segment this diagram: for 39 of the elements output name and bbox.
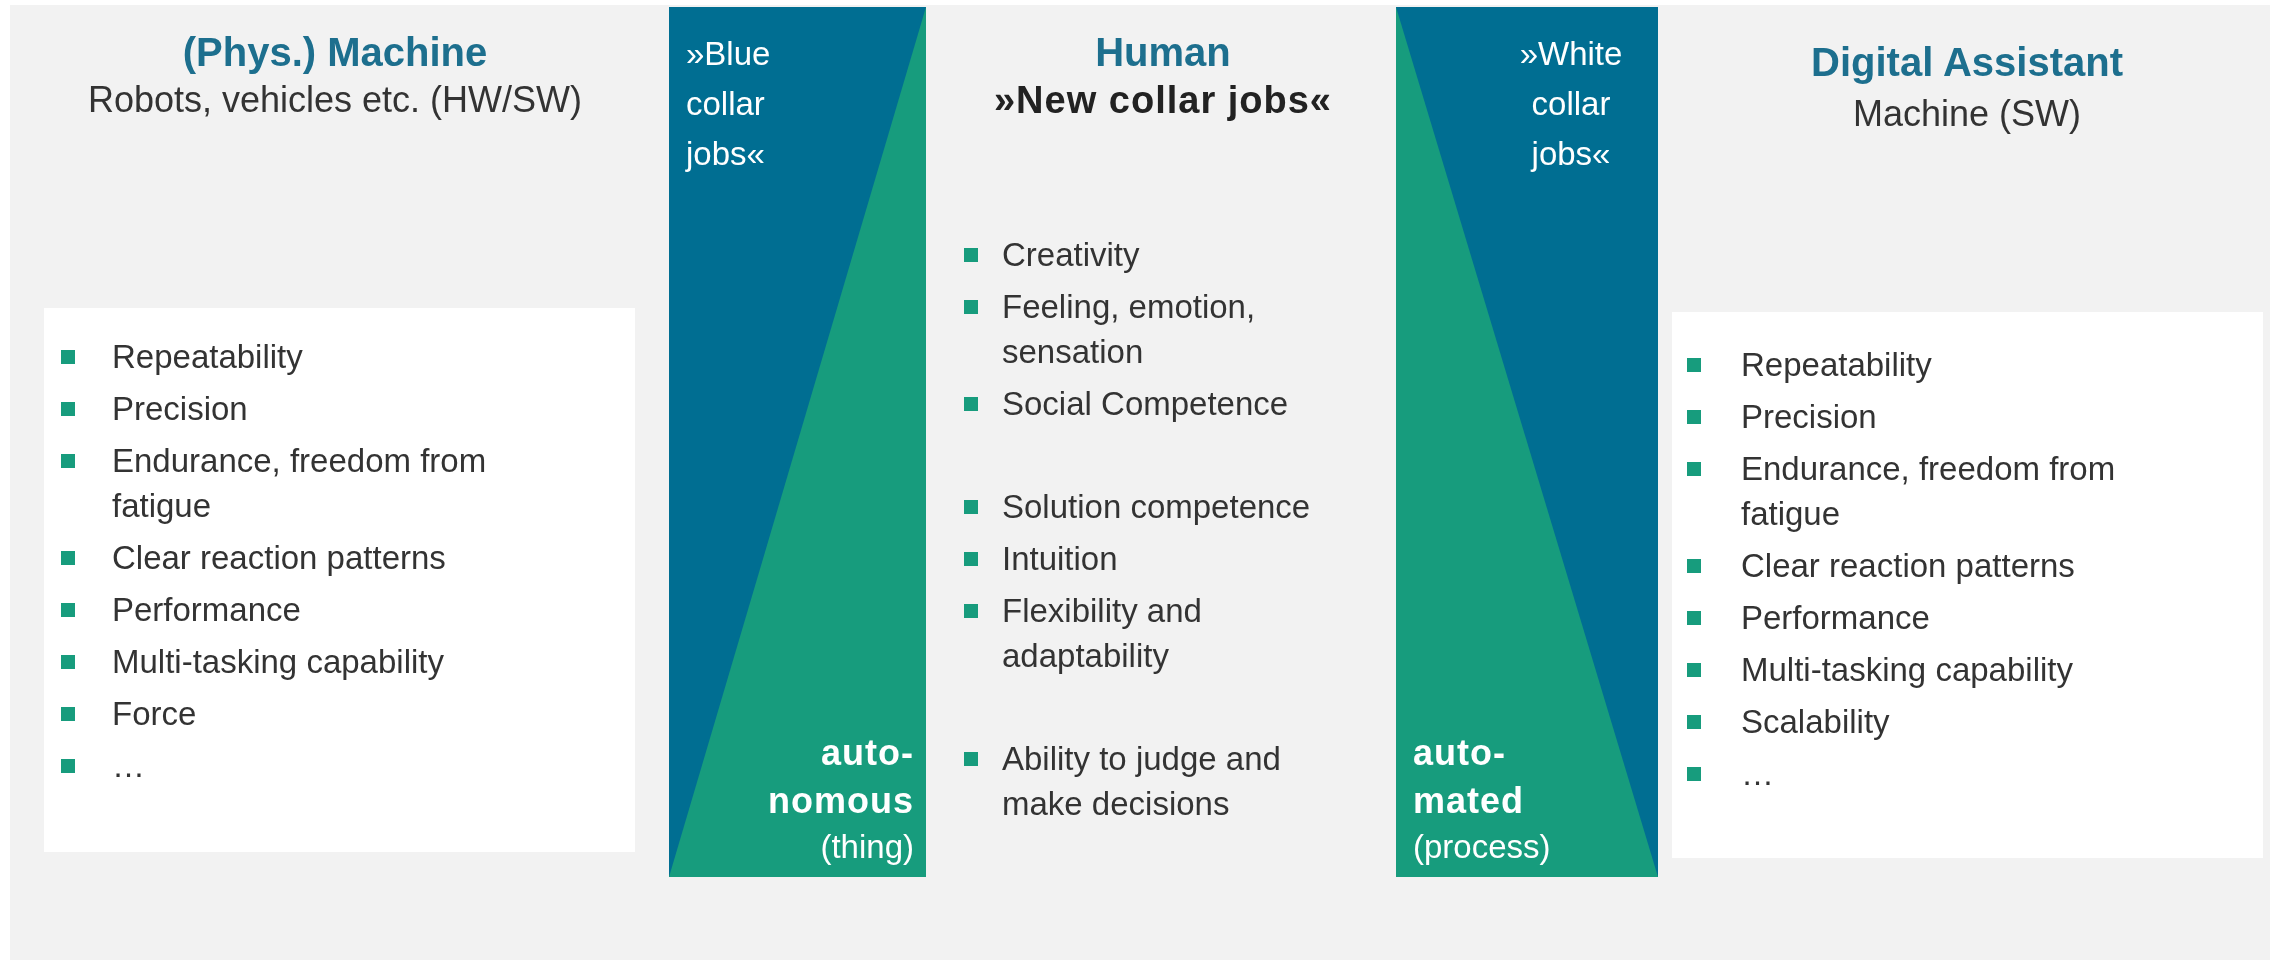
- automation-subject-label: (thing): [819, 827, 914, 867]
- list-item-text: Repeatability: [112, 337, 303, 377]
- list-item-text: Precision: [1741, 397, 1877, 437]
- job-category-label: »White collar jobs«: [1518, 34, 1624, 174]
- list-item-text: Solution competence: [1002, 487, 1311, 527]
- column-heading: Digital Assistant: [1811, 39, 2123, 86]
- list-item-text: Multi-tasking capability: [1741, 650, 2073, 690]
- automation-label: auto-nomous: [767, 731, 914, 823]
- list-item-text: Ability to judge and make decisions: [1002, 739, 1282, 824]
- list-item-text: …: [1741, 754, 1774, 794]
- list-item-text: Repeatability: [1741, 345, 1932, 385]
- column-subtitle: Machine (SW): [1853, 92, 2081, 136]
- list-card: [44, 308, 635, 852]
- list-item-text: Intuition: [1002, 539, 1118, 579]
- automation-subject-label: (process): [1413, 827, 1552, 867]
- list-item-text: Scalability: [1741, 702, 1890, 742]
- list-item-text: Clear reaction patterns: [112, 538, 446, 578]
- list-item-text: Clear reaction patterns: [1741, 546, 2075, 586]
- list-item-text: Feeling, emotion, sensation: [1002, 287, 1257, 372]
- diagonal-split-band: [669, 7, 926, 877]
- list-item-text: Precision: [112, 389, 248, 429]
- list-item-text: Endurance, freedom from fatigue: [1741, 449, 2117, 534]
- list-item-text: Social Competence: [1002, 384, 1289, 424]
- list-item-text: Force: [112, 694, 197, 734]
- diagonal-split-band: [1396, 7, 1658, 877]
- column-heading: Human: [1095, 29, 1231, 76]
- column-heading: (Phys.) Machine: [182, 29, 488, 76]
- job-category-label: »Blue collar jobs«: [686, 34, 772, 174]
- column-subtitle: »New collar jobs«: [994, 78, 1332, 122]
- list-item-text: Multi-tasking capability: [112, 642, 444, 682]
- list-item-text: Performance: [1741, 598, 1930, 638]
- automation-label: auto-mated: [1413, 731, 1526, 823]
- list-item-text: …: [112, 746, 145, 786]
- list-item-text: Flexibility and adaptability: [1002, 591, 1203, 676]
- list-item-text: Performance: [112, 590, 301, 630]
- list-card: [1672, 312, 2263, 858]
- list-item-text: Creativity: [1002, 235, 1140, 275]
- column-subtitle: Robots, vehicles etc. (HW/SW): [87, 78, 583, 122]
- list-item-text: Endurance, freedom from fatigue: [112, 441, 488, 526]
